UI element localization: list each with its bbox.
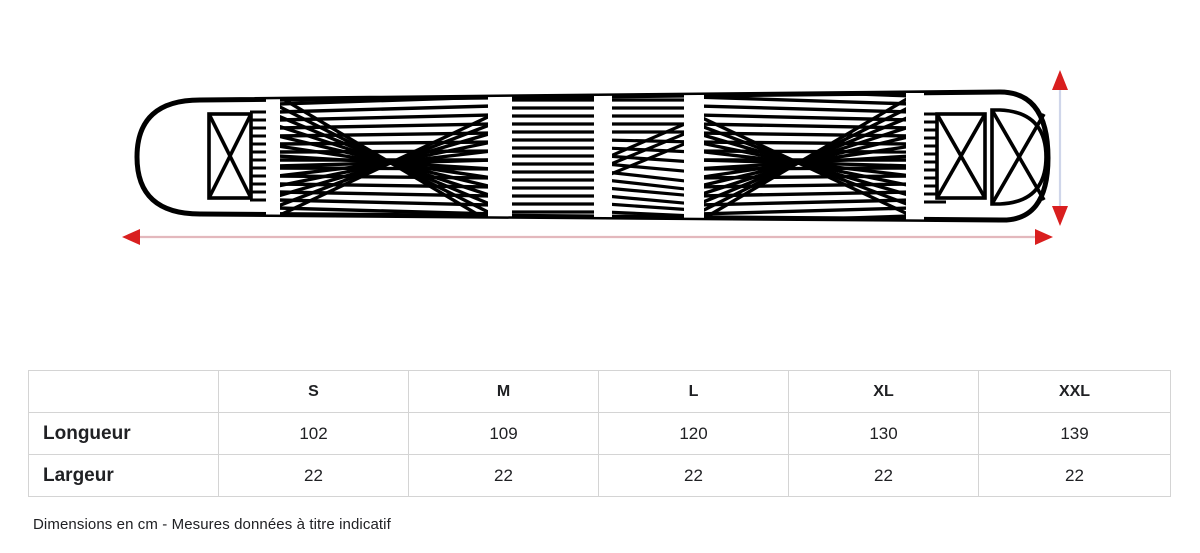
table-row: Longueur 102 109 120 130 139 — [28, 412, 1171, 455]
cell-longueur-xl: 130 — [788, 412, 979, 455]
cell-largeur-m: 22 — [408, 454, 599, 497]
row-label-longueur: Longueur — [28, 412, 219, 455]
length-dimension-arrow — [122, 229, 1053, 245]
cell-largeur-xl: 22 — [788, 454, 979, 497]
cell-largeur-s: 22 — [218, 454, 409, 497]
belt-elastic-stripes — [250, 92, 946, 221]
table-row: Largeur 22 22 22 22 22 — [28, 454, 1171, 497]
cell-longueur-l: 120 — [598, 412, 789, 455]
column-header-xxl: XXL — [978, 370, 1171, 413]
left-comb-stripes — [250, 110, 268, 202]
cell-longueur-xxl: 139 — [978, 412, 1171, 455]
table-header-row: S M L XL XXL — [28, 370, 1171, 413]
column-header-l: L — [598, 370, 789, 413]
column-header-xl: XL — [788, 370, 979, 413]
measurement-footnote: Dimensions en cm - Mesures données à tit… — [33, 516, 391, 533]
column-header-s: S — [218, 370, 409, 413]
belt-xbox-details — [207, 108, 1048, 206]
column-header-m: M — [408, 370, 599, 413]
cell-largeur-xxl: 22 — [978, 454, 1171, 497]
size-table-container: S M L XL XXL Longueur 102 109 120 130 13… — [28, 370, 1171, 497]
size-table: S M L XL XXL Longueur 102 109 120 130 13… — [28, 370, 1171, 497]
product-illustration — [122, 70, 1068, 245]
belt-stay-bands — [266, 92, 924, 221]
cell-longueur-s: 102 — [218, 412, 409, 455]
row-label-largeur: Largeur — [28, 454, 219, 497]
cell-largeur-l: 22 — [598, 454, 789, 497]
table-corner-cell — [28, 370, 219, 413]
cell-longueur-m: 109 — [408, 412, 599, 455]
width-dimension-arrow — [1052, 70, 1068, 226]
